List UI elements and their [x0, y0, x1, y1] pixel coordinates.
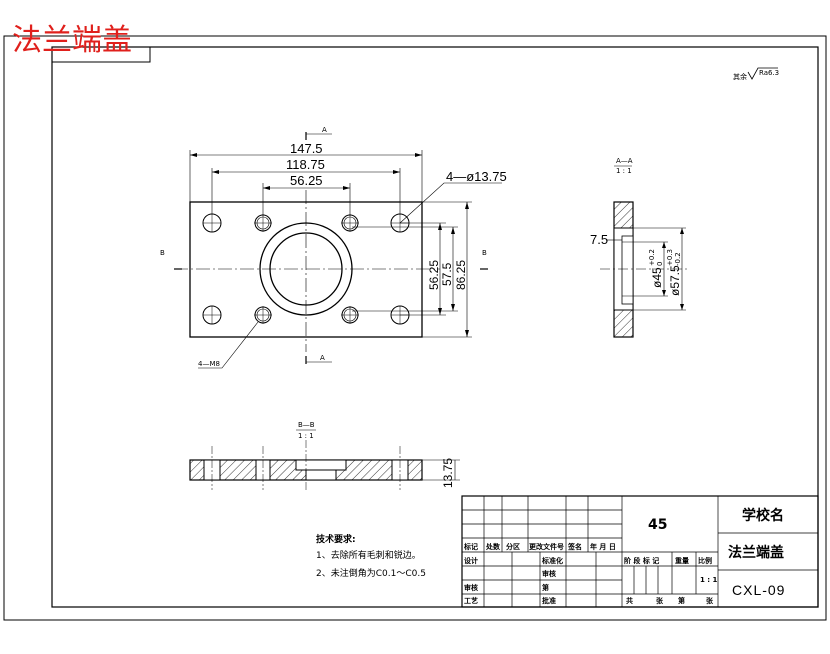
dim-outer-tol-upper: +0.3 [666, 249, 674, 266]
section-a-top: A [322, 126, 327, 134]
tb-sign: 签名 [567, 542, 582, 551]
tb-total: 共 [626, 596, 633, 605]
tb-process: 工艺 [464, 596, 478, 605]
corner-box [51, 46, 151, 63]
section-aa-view: A—A 1 : 1 7.5 ø45 +0.2 0 ø57.5 +0.3 [590, 157, 690, 338]
tb-ratio: 比例 [698, 556, 712, 565]
bore-inner-circle [269, 232, 343, 306]
tb-material: 45 [648, 517, 667, 533]
dim-height-overall: 86.25 [454, 260, 468, 290]
tb-zone: 分区 [506, 542, 520, 551]
tb-weight: 重量 [675, 556, 689, 565]
tb-stage-mark: 阶 段 标 记 [624, 556, 659, 565]
dim-thread: 4—M8 [198, 360, 220, 368]
section-bb-view: B—B 1 : 1 13.75 [189, 421, 460, 492]
horizontal-arrows [190, 153, 422, 190]
roughness-check-icon [747, 67, 778, 80]
tb-page: 第 [678, 596, 685, 605]
tech-req-heading: 技术要求: [316, 533, 356, 545]
section-aa-scale: 1 : 1 [616, 167, 632, 175]
section-bb-scale: 1 : 1 [298, 432, 314, 440]
technical-requirements: 技术要求: 1、去除所有毛刺和锐边。 2、未注倒角为C0.1～C0.5 [316, 533, 426, 579]
tb-count: 处数 [485, 542, 501, 551]
dim-thickness: 13.75 [441, 458, 455, 488]
roughness-value: Ra6.3 [759, 69, 779, 77]
tb-sheet-end: 张 [706, 596, 714, 605]
bore-outer-circle [259, 222, 353, 316]
dim-width-threads: 56.25 [290, 173, 323, 188]
section-aa-name: A—A [616, 157, 633, 165]
section-a-bottom: A [320, 354, 325, 362]
dim-inner-diameter: ø45 [650, 267, 664, 288]
tb-change-doc: 更改文件号 [529, 542, 564, 551]
tb-design: 设计 [464, 556, 478, 565]
dim-step: 7.5 [590, 232, 608, 247]
tb-mark: 标记 [463, 542, 478, 551]
tb-date: 年 月 日 [590, 542, 616, 551]
horizontal-dimensions [189, 150, 423, 215]
inner-border [51, 46, 819, 608]
thread-leader [198, 321, 259, 369]
drawing-title: 法兰端盖 [12, 23, 132, 58]
dim-holes: 4—ø13.75 [446, 169, 507, 184]
roughness-prefix: 其余 [733, 72, 747, 81]
threaded-holes [254, 214, 359, 324]
tb-drawing-no: CXL-09 [732, 582, 785, 598]
dim-outer-diameter: ø57.5 [668, 265, 682, 296]
tb-scale-value: 1 : 1 [700, 576, 718, 584]
tb-review-label: 审核 [542, 569, 556, 578]
title-block: 标记 处数 分区 更改文件号 签名 年 月 日 设计 标准化 审核 审核 第 工… [461, 495, 819, 608]
dim-height-bore: 57.5 [440, 262, 454, 286]
tb-approve: 批准 [542, 596, 556, 605]
roughness-symbol: 其余 Ra6.3 [733, 67, 779, 81]
tech-req-item-2: 2、未注倒角为C0.1～C0.5 [316, 567, 426, 579]
section-b-right: B [482, 249, 487, 257]
outer-border [3, 35, 827, 621]
tb-part-name: 法兰端盖 [728, 544, 784, 561]
tb-sheets: 张 [656, 596, 664, 605]
section-bb-name: B—B [298, 421, 315, 429]
tb-standard: 标准化 [541, 556, 563, 565]
dim-outer-tol-lower: -0.2 [674, 252, 682, 266]
section-b-left: B [160, 249, 165, 257]
section-markers [174, 132, 488, 364]
dim-width-overall: 147.5 [290, 141, 323, 156]
holes-leader [399, 182, 502, 224]
tb-check: 审核 [464, 583, 478, 592]
dim-inner-tol-upper: +0.2 [648, 249, 656, 266]
tb-sheet-no-label: 第 [542, 583, 549, 592]
tb-school: 学校名 [742, 507, 784, 524]
dim-width-holes: 118.75 [286, 157, 325, 172]
plan-view: 147.5 118.75 56.25 4—ø13.75 56.25 57.5 8… [160, 126, 507, 369]
dim-height-holes: 56.25 [427, 260, 441, 290]
tech-req-item-1: 1、去除所有毛刺和锐边。 [316, 549, 421, 561]
dim-inner-tol-lower: 0 [656, 262, 664, 266]
